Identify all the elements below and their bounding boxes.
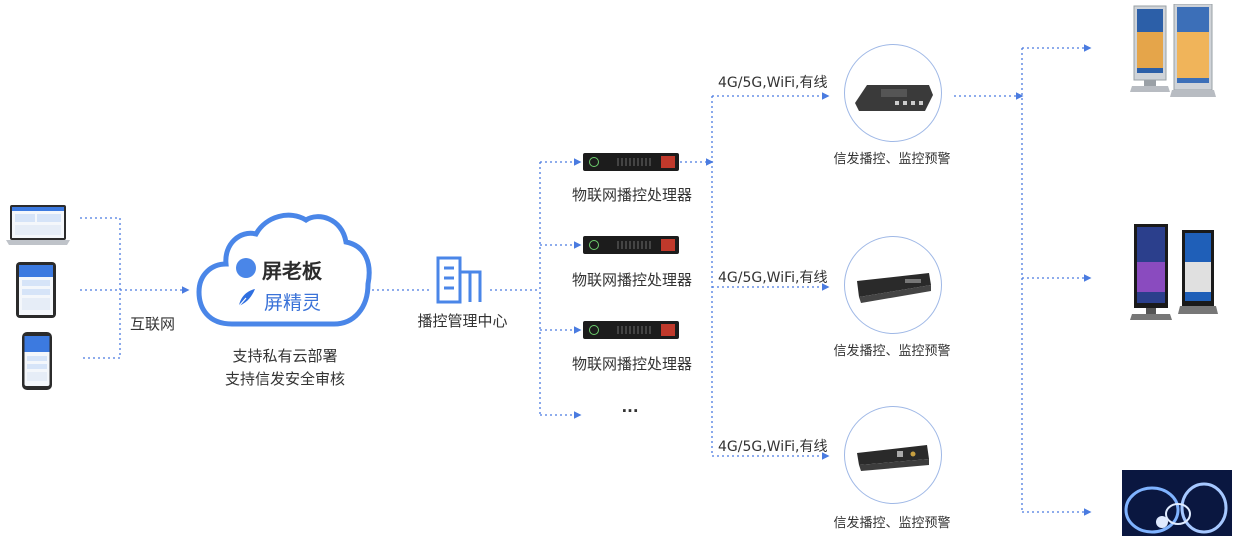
connection-label: 4G/5G,WiFi,有线 [718,439,828,455]
connection-label: 4G/5G,WiFi,有线 [718,75,828,91]
cloud-feature-2: 支持信发安全审核 [224,370,345,388]
brand-logo-icon [236,258,256,278]
box-caption: 信发播控、监控预警 [833,152,951,167]
laptop-icon [6,204,70,246]
connection-label: 4G/5G,WiFi,有线 [718,270,828,286]
processor-label: 物联网播控处理器 [571,271,692,289]
tablet-icon [16,262,56,318]
center-label: 播控管理中心 [417,312,508,330]
standing-kiosk-icon [1126,3,1222,98]
processor-label: 物联网播控处理器 [571,186,692,204]
box-caption: 信发播控、监控预警 [833,344,951,359]
internet-label: 互联网 [130,315,176,333]
rack-box-icon [857,273,931,303]
processor-label: 物联网播控处理器 [571,355,692,373]
brand-name-primary: 屏老板 [262,259,322,283]
processor-device-icon [583,321,679,339]
player-box-icon [855,85,933,111]
processor-device-icon [583,236,679,254]
cloud-feature-1: 支持私有云部署 [232,347,338,365]
player-box-circle [844,44,942,142]
brand-leaf-icon [236,288,258,308]
player-box-circle [844,406,942,504]
building-icon [436,252,488,304]
led-wall-icon [1122,470,1232,536]
phone-icon [22,332,52,390]
standing-kiosk-icon [1126,222,1222,322]
cloud-shape [196,208,374,330]
box-caption: 信发播控、监控预警 [833,516,951,531]
ellipsis: ... [621,398,639,416]
brand-name-secondary: 屏精灵 [264,292,322,314]
mini-box-icon [857,445,929,471]
player-box-circle [844,236,942,334]
processor-device-icon [583,153,679,171]
